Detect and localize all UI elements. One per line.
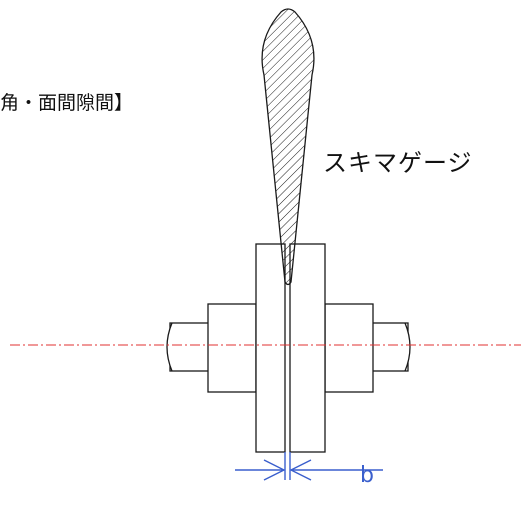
gap-dimension [235, 452, 383, 481]
gap-label: b [360, 463, 374, 488]
right-shaft [371, 322, 411, 372]
diagram-title: 角・面間隙間】 [0, 92, 134, 114]
left-shaft [166, 322, 211, 372]
feeler-gauge-label: スキマゲージ [323, 149, 473, 177]
right-hub [324, 303, 374, 393]
left-flange [255, 243, 286, 453]
right-flange [289, 243, 326, 453]
left-hub [207, 303, 257, 393]
feeler-gauge [261, 8, 315, 286]
